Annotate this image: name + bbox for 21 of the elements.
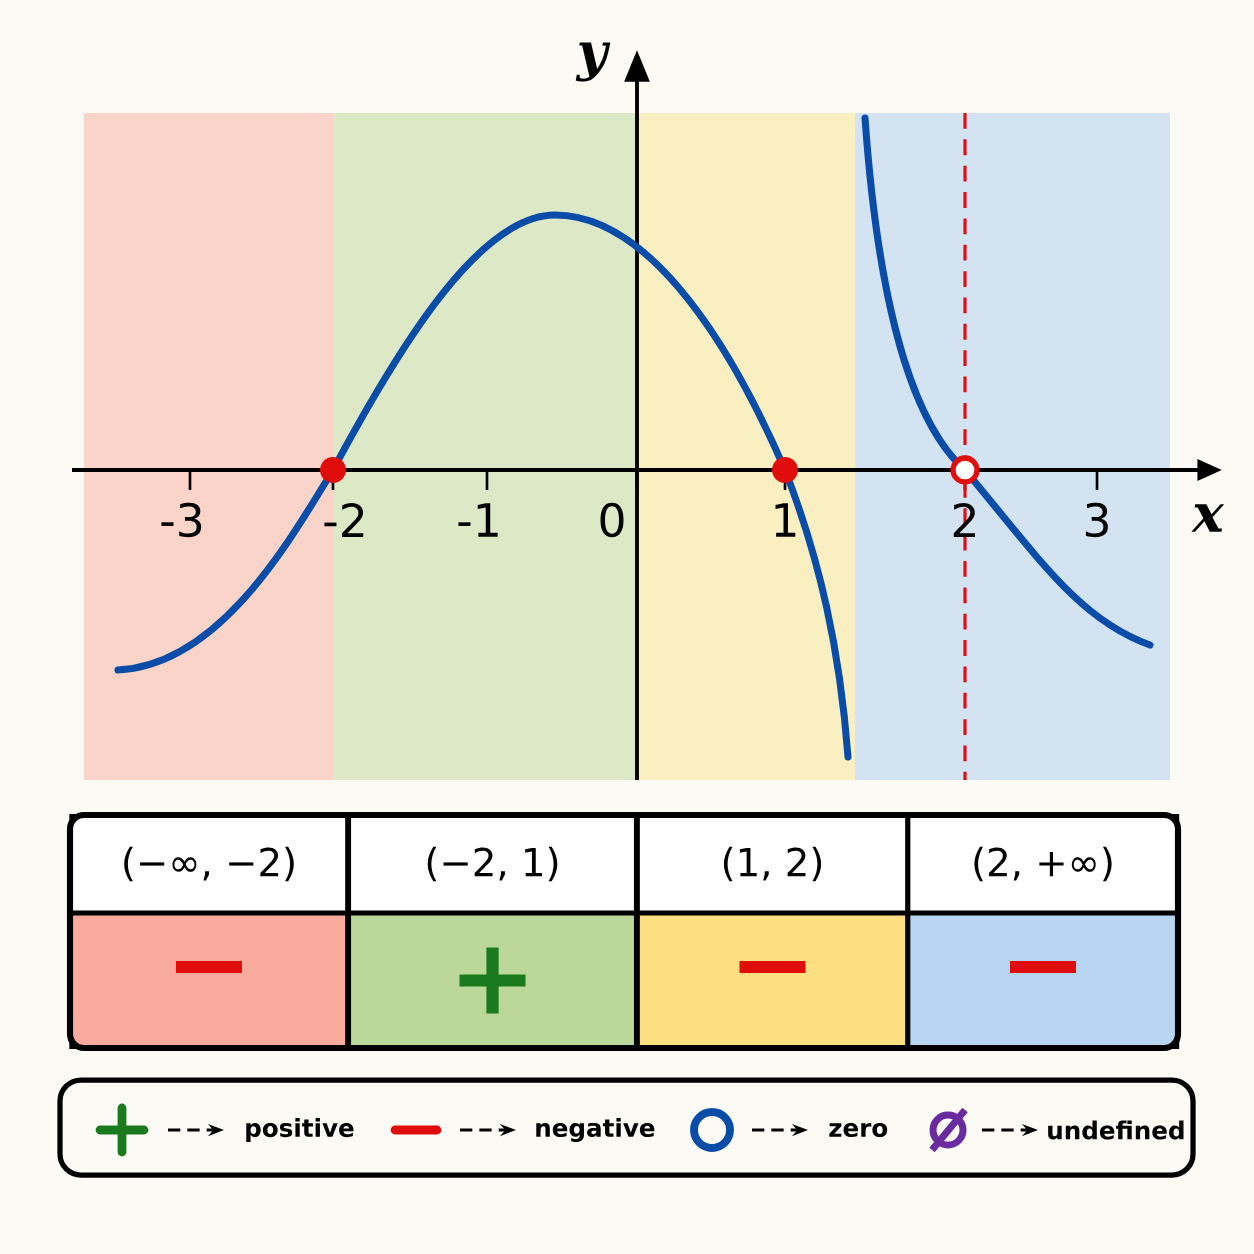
sign-cell: + (347, 912, 638, 1050)
tick-label: -3 (161, 502, 202, 538)
legend-text: positive (246, 1118, 354, 1142)
interval-cell: (−2, 1) (347, 813, 638, 915)
tick-label: -1 (458, 503, 498, 537)
legend-text: negative (536, 1118, 655, 1142)
tick-label: 3 (1085, 502, 1108, 538)
interval-cell: (1, 2) (636, 813, 909, 915)
interval-cell: (2, +∞) (906, 813, 1180, 915)
axis-label: x (1191, 504, 1225, 532)
axis-label: y (575, 42, 611, 82)
legend-text: undefined (1048, 1120, 1184, 1140)
interval-cell: (−∞, −2) (69, 813, 349, 915)
tick-label: 1 (775, 503, 796, 537)
sign-cell: − (906, 912, 1180, 1050)
legend-text: zero (829, 1122, 888, 1138)
tick-label: -2 (324, 503, 364, 537)
sign-cell: − (636, 912, 909, 1050)
sign-cell: − (69, 912, 349, 1050)
tick-label: 2 (953, 503, 975, 537)
tick-label: 0 (600, 502, 624, 538)
